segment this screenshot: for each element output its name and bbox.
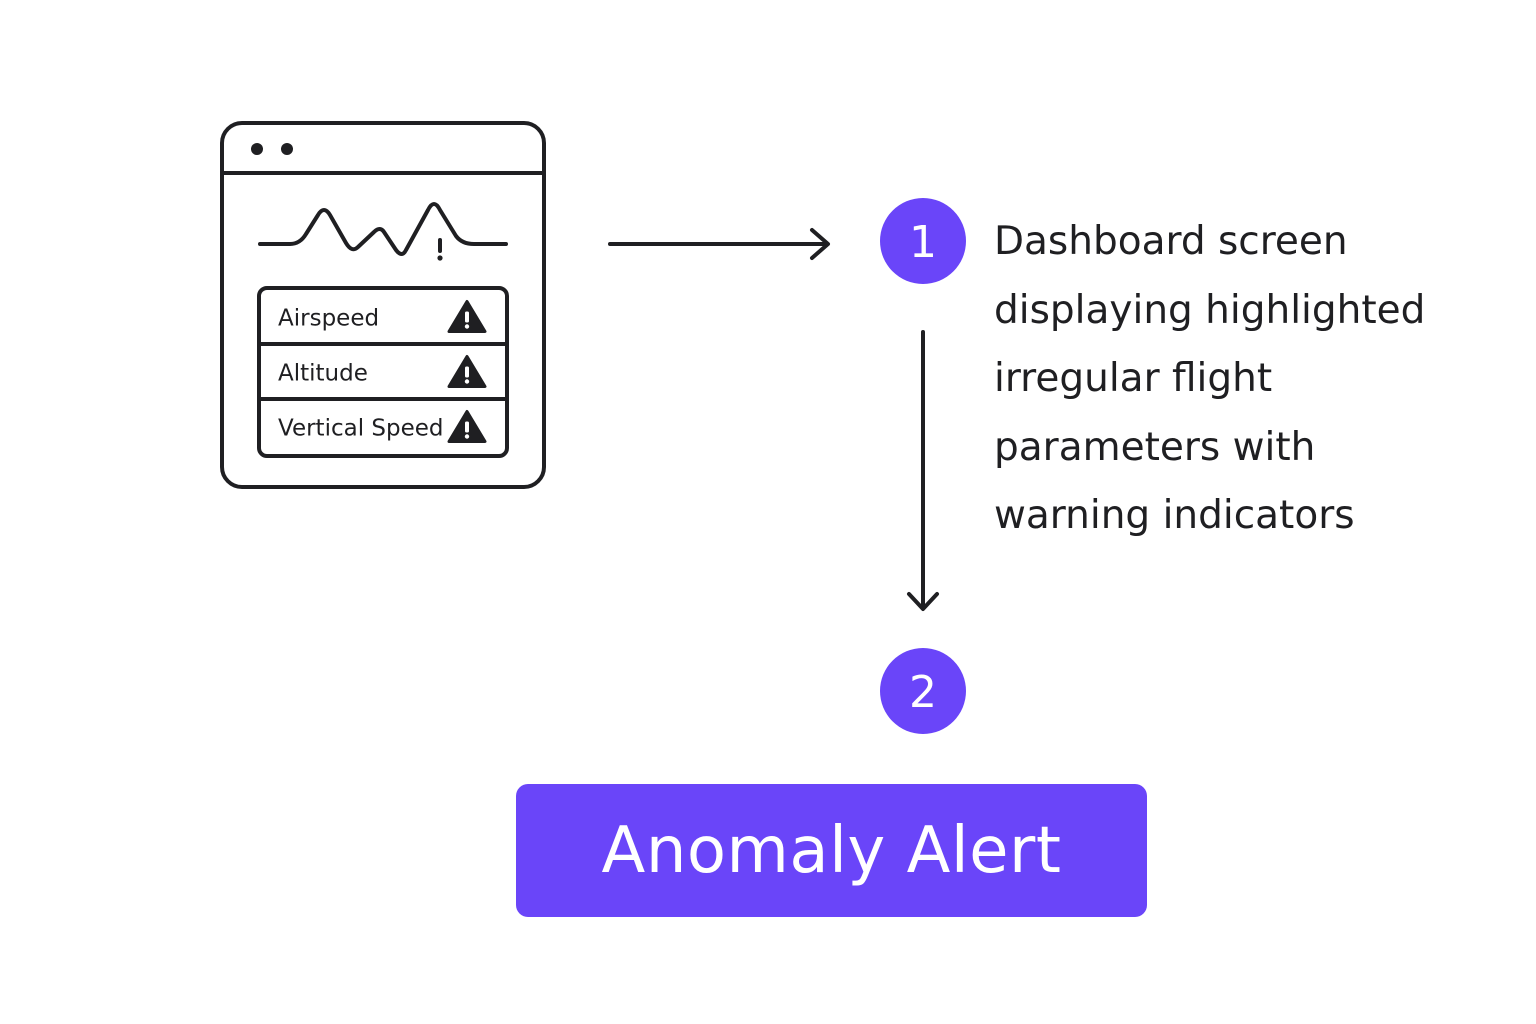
parameter-table — [257, 286, 509, 458]
step-1-badge: 1 — [880, 198, 966, 284]
step-number: 2 — [909, 667, 937, 718]
step-number: 1 — [909, 217, 937, 268]
step-1-description: Dashboard screen displaying highlighted … — [994, 208, 1514, 551]
field-label: Airspeed — [278, 306, 379, 332]
description-line: irregular flight — [994, 356, 1273, 401]
warning-icon — [447, 410, 487, 443]
field-label: Altitude — [278, 361, 368, 387]
exclamation-icon — [437, 238, 443, 261]
description-line: parameters with — [994, 424, 1316, 470]
step-2-badge: 2 — [880, 648, 966, 734]
arrow-right-icon — [608, 228, 830, 260]
warning-icon — [447, 355, 487, 388]
table-row: Altitude — [278, 355, 487, 388]
table-row: Vertical Speed — [278, 410, 487, 443]
table-row: Airspeed — [278, 300, 487, 333]
flight-waveform-icon — [258, 202, 508, 256]
description-line: warning indicators — [994, 493, 1355, 538]
window-dot-icon — [251, 143, 263, 155]
window-dot-icon — [281, 143, 293, 155]
arrow-down-icon — [907, 330, 939, 611]
field-label: Vertical Speed — [278, 416, 444, 442]
description-line: Dashboard screen — [994, 219, 1348, 264]
anomaly-alert-banner: Anomaly Alert — [516, 784, 1147, 917]
description-line: displaying highlighted — [994, 287, 1426, 333]
warning-icon — [447, 300, 487, 333]
